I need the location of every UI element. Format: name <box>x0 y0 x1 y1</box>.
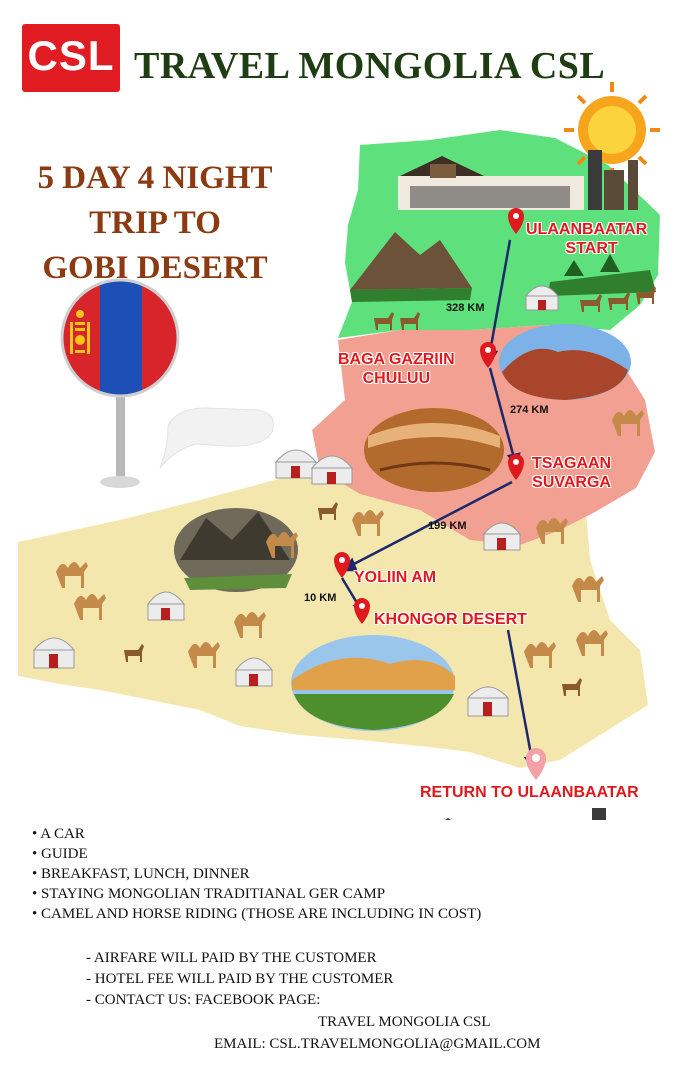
brand-title: TRAVEL MONGOLIA CSL <box>134 45 606 87</box>
mongolia-flag-pin-icon <box>60 278 274 488</box>
include-item: GUIDE <box>41 846 88 862</box>
distance-label: 10 KM <box>304 592 337 604</box>
baga-gazriin-photo <box>499 324 631 400</box>
yoliin-am-photo <box>174 508 298 592</box>
stop-yoliin-am: YOLIIN AM <box>354 569 437 586</box>
include-item: CAMEL AND HORSE RIDING (THOSE ARE INCLUD… <box>41 906 482 922</box>
csl-logo: CSL <box>22 24 120 92</box>
logo-text: CSL <box>27 32 115 79</box>
horse-icon <box>124 286 656 696</box>
stop-baga-gazriin: BAGA GAZRIIN CHULUU <box>338 350 455 388</box>
trip-title-line-1: 5 DAY 4 NIGHT <box>37 160 273 196</box>
ulaanbaatar-city-illustration <box>444 808 606 820</box>
stop-baga-gazriin-name: BAGA GAZRIIN <box>338 351 455 368</box>
includes-list: • A CAR • GUIDE • BREAKFAST, LUNCH, DINN… <box>32 824 481 924</box>
stop-ulaanbaatar-name: ULAANBAATAR <box>526 221 648 238</box>
stop-tsagaan-suvarga-sub: SUVARGA <box>532 474 611 491</box>
stop-ulaanbaatar: ULAANBAATAR START <box>526 220 647 258</box>
route-map <box>18 82 660 820</box>
distance-label: 274 KM <box>510 404 549 416</box>
stop-return-ulaanbaatar: RETURN TO ULAANBAATAR <box>420 784 639 801</box>
trip-title-line-2: TRIP TO <box>89 205 221 241</box>
stop-baga-gazriin-sub: CHULUU <box>362 370 431 387</box>
note-item: - AIRFARE WILL PAID BY THE CUSTOMER <box>86 950 377 966</box>
tsagaan-suvarga-photo <box>364 408 504 492</box>
list-item: • BREAKFAST, LUNCH, DINNER <box>32 866 250 882</box>
ger-icon <box>32 285 560 717</box>
include-item: STAYING MONGOLIAN TRADITIANAL GER CAMP <box>41 886 386 902</box>
list-item: • CAMEL AND HORSE RIDING (THOSE ARE INCL… <box>32 906 482 922</box>
khongor-desert-photo <box>291 635 455 731</box>
note-item: - HOTEL FEE WILL PAID BY THE CUSTOMER <box>86 971 394 987</box>
camel-icon <box>56 410 644 668</box>
list-item: • STAYING MONGOLIAN TRADITIANAL GER CAMP <box>32 886 386 902</box>
mountains-illustration <box>350 232 472 302</box>
notes-list: - AIRFARE WILL PAID BY THE CUSTOMER - HO… <box>86 948 393 1011</box>
list-item: • GUIDE <box>32 846 88 862</box>
note-item: - CONTACT US: FACEBOOK PAGE: <box>86 992 321 1008</box>
trip-title-line-3: GOBI DESERT <box>42 250 268 286</box>
government-palace-illustration <box>398 150 638 210</box>
include-item: BREAKFAST, LUNCH, DINNER <box>41 866 250 882</box>
stop-tsagaan-suvarga-name: TSAGAAN <box>532 455 612 472</box>
contact-facebook-name: TRAVEL MONGOLIA CSL <box>318 1014 491 1030</box>
distance-label: 328 KM <box>446 302 485 314</box>
sun-icon <box>564 82 660 178</box>
trip-title: 5 DAY 4 NIGHT TRIP TO GOBI DESERT <box>20 156 290 291</box>
list-item: • A CAR <box>32 826 85 842</box>
include-item: A CAR <box>40 826 85 842</box>
contact-email: EMAIL: CSL.TRAVELMONGOLIA@GMAIL.COM <box>214 1036 541 1052</box>
stop-tsagaan-suvarga: TSAGAAN SUVARGA <box>532 454 611 492</box>
stop-khongor-desert: KHONGOR DESERT <box>374 611 527 628</box>
stop-ulaanbaatar-sub: START <box>565 240 618 257</box>
distance-label: 199 KM <box>428 520 467 532</box>
location-pin-icon <box>334 208 546 780</box>
forest-illustration <box>548 254 656 296</box>
